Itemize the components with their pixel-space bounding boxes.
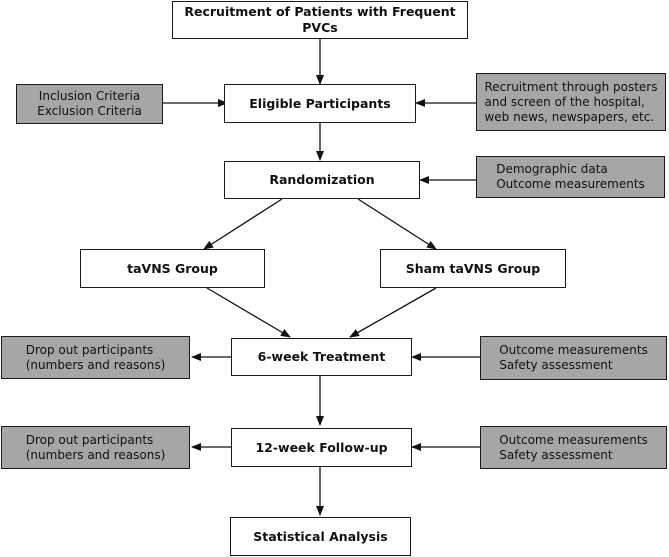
dropout-treatment-line-1: Drop out participants bbox=[25, 342, 154, 357]
measures-followup-box: Outcome measurements Safety assessment bbox=[480, 426, 667, 469]
recruitment-box: Recruitment of Patients with Frequent PV… bbox=[172, 1, 468, 39]
arrow-tavns-to-treatment bbox=[206, 287, 291, 338]
measures-followup-line-2: Safety assessment bbox=[499, 447, 613, 462]
baseline-line-1: Demographic data bbox=[496, 162, 608, 176]
measures-followup-line-1: Outcome measurements bbox=[499, 432, 648, 447]
sham-group-box: Sham taVNS Group bbox=[380, 249, 566, 288]
dropout-followup-line-2: (numbers and reasons) bbox=[25, 447, 166, 462]
treatment-box: 6-week Treatment bbox=[231, 338, 412, 376]
followup-label: 12-week Follow-up bbox=[255, 439, 388, 455]
arrow-sham-to-treatment bbox=[349, 287, 437, 338]
sham-group-label: Sham taVNS Group bbox=[405, 260, 541, 276]
treatment-label: 6-week Treatment bbox=[257, 349, 386, 365]
dropout-treatment-box: Drop out participants (numbers and reaso… bbox=[1, 336, 190, 379]
randomization-box: Randomization bbox=[224, 161, 420, 199]
channels-line-2: and screen of the hospital, bbox=[484, 94, 645, 109]
recruitment-channels-box: Recruitment through posters and screen o… bbox=[476, 73, 666, 131]
recruitment-label: Recruitment of Patients with Frequent PV… bbox=[184, 4, 456, 35]
arrow-randomization-to-tavns bbox=[203, 198, 283, 250]
criteria-box: Inclusion Criteria Exclusion Criteria bbox=[16, 84, 163, 124]
channels-line-1: Recruitment through posters bbox=[484, 79, 658, 94]
tavns-group-label: taVNS Group bbox=[127, 260, 218, 276]
eligible-participants-label: Eligible Participants bbox=[249, 95, 391, 111]
baseline-box: Demographic data Outcome measurements bbox=[476, 156, 665, 198]
followup-box: 12-week Follow-up bbox=[231, 428, 412, 467]
arrow-randomization-to-sham bbox=[357, 198, 437, 250]
measures-treatment-line-2: Safety assessment bbox=[499, 358, 613, 372]
criteria-line-1: Inclusion Criteria bbox=[38, 89, 141, 103]
baseline-line-2: Outcome measurements bbox=[496, 177, 645, 191]
tavns-group-box: taVNS Group bbox=[80, 249, 265, 288]
channels-line-3: web news, newspapers, etc. bbox=[484, 109, 655, 124]
criteria-line-2: Exclusion Criteria bbox=[37, 104, 142, 118]
eligible-participants-box: Eligible Participants bbox=[224, 84, 416, 123]
analysis-box: Statistical Analysis bbox=[230, 517, 411, 556]
dropout-followup-box: Drop out participants (numbers and reaso… bbox=[1, 426, 190, 469]
dropout-treatment-line-2: (numbers and reasons) bbox=[25, 357, 166, 372]
measures-treatment-line-1: Outcome measurements bbox=[499, 343, 648, 357]
analysis-label: Statistical Analysis bbox=[253, 528, 388, 544]
randomization-label: Randomization bbox=[269, 172, 375, 188]
dropout-followup-line-1: Drop out participants bbox=[25, 432, 154, 447]
measures-treatment-box: Outcome measurements Safety assessment bbox=[480, 336, 667, 380]
